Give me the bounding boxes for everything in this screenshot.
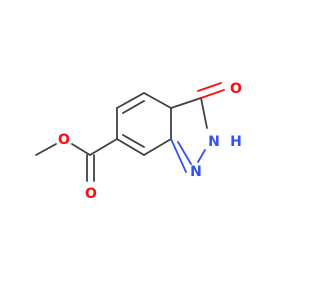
bond-c4-c5-double xyxy=(122,100,145,114)
bond-c6-c7 xyxy=(116,138,145,156)
atom-imine-nitrogen: N xyxy=(190,164,202,180)
bond-n2-n1 xyxy=(197,149,206,163)
bond-c3a-c4 xyxy=(143,92,172,109)
bond-c3-o-double xyxy=(197,82,222,92)
molecule-accurate: O N H N O O xyxy=(0,0,300,300)
bond-c3a-c3 xyxy=(170,97,202,109)
bond-c3-o xyxy=(200,89,225,99)
bond-n1-c7a xyxy=(170,138,187,173)
bond-c3-n2 xyxy=(200,97,208,129)
bond-n1-c7a-double xyxy=(177,141,192,165)
atom-ester-ether-oxygen: O xyxy=(58,132,70,148)
atom-nh-hydrogen: H xyxy=(230,134,242,150)
bond-o-ether-ch3 xyxy=(35,143,57,156)
bond-cester-o-ether xyxy=(71,143,91,156)
bond-c6-cester xyxy=(89,138,118,156)
atom-ester-carbonyl-oxygen: O xyxy=(85,186,97,202)
accurate-background xyxy=(0,0,300,300)
atom-carbonyl-oxygen: O xyxy=(230,81,242,97)
bond-c6-c7-double xyxy=(122,134,145,148)
atom-nh-nitrogen: N xyxy=(208,134,220,150)
bond-c4-c5 xyxy=(116,92,145,109)
bond-c7-c7a xyxy=(143,138,172,156)
